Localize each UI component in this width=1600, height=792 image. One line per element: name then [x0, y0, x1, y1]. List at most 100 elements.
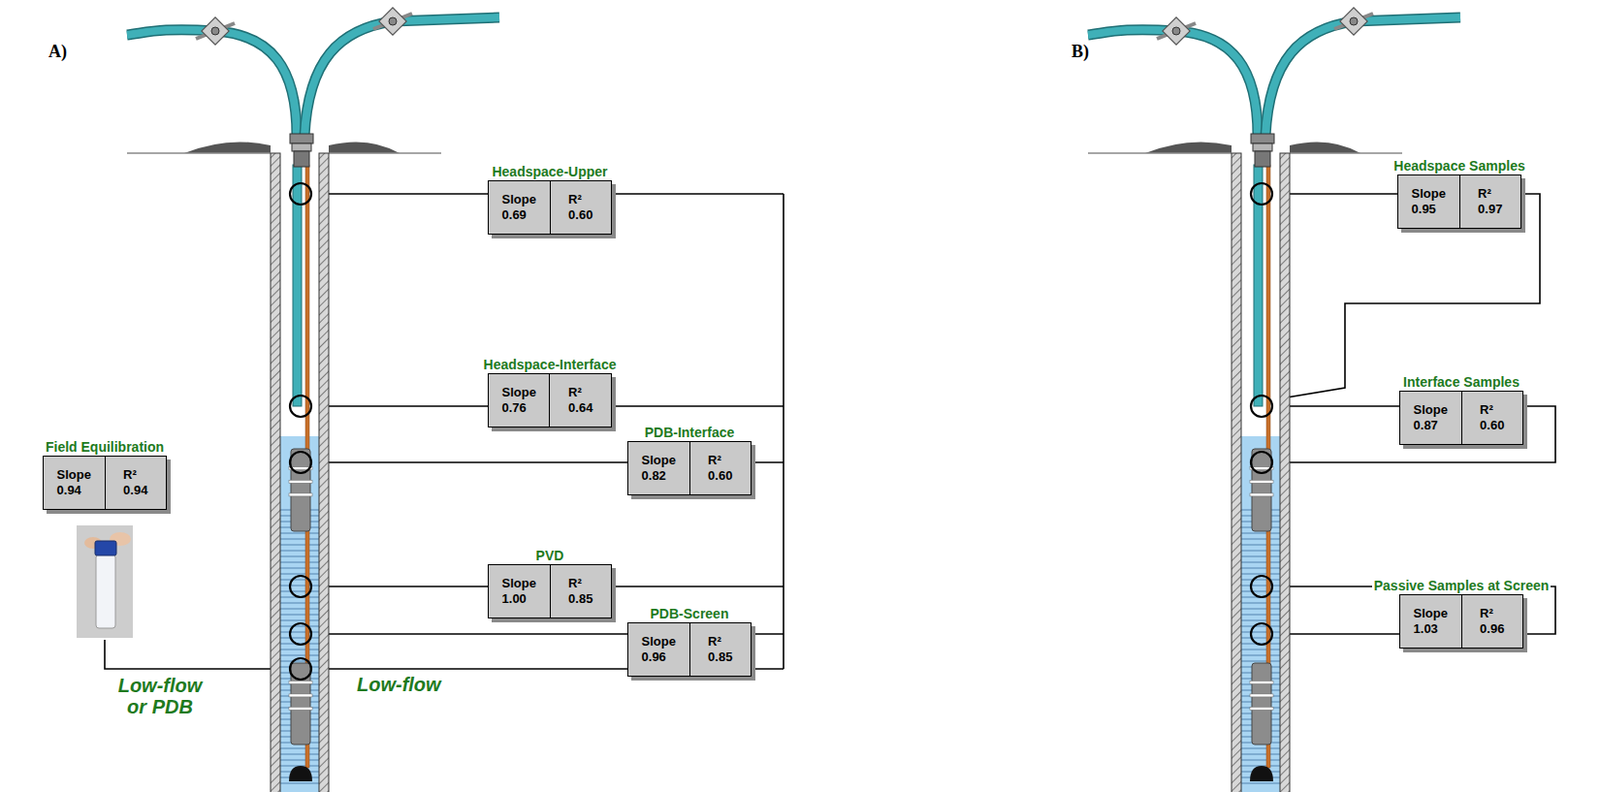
- stat-box: PDB-InterfaceSlope 0.82 R² 0.60: [627, 424, 752, 496]
- ground-line: [1088, 152, 1232, 155]
- vial-photo: [76, 525, 133, 639]
- well-screen-slot: [1241, 579, 1280, 581]
- method-label: Low-flow: [356, 673, 442, 696]
- well-screen-slot: [1241, 626, 1280, 628]
- stat-cell: R² 0.60: [549, 181, 612, 234]
- stat-cell: R² 0.85: [549, 565, 612, 618]
- well-screen-slot: [280, 591, 320, 593]
- sampler-weight: [288, 766, 313, 782]
- stat-cell: Slope 0.96: [628, 623, 690, 676]
- well-screen-slot: [280, 614, 320, 616]
- box-title: Headspace-Interface: [481, 356, 619, 374]
- well-screen-slot: [280, 579, 320, 581]
- well-casing: [270, 153, 281, 792]
- stat-box: Headspace-UpperSlope 0.69 R² 0.60: [487, 163, 612, 235]
- stat-cell: Slope 0.69: [488, 181, 550, 234]
- box-title: PDB-Interface: [642, 424, 737, 442]
- well-screen-slot: [1241, 591, 1280, 593]
- well-screen-slot: [1241, 544, 1280, 546]
- stat-table: Slope 0.95R² 0.97: [1397, 174, 1522, 229]
- stat-cell: Slope 0.76: [488, 374, 550, 427]
- valve-body: [201, 17, 229, 45]
- stat-value: Slope 1.03: [1413, 606, 1448, 638]
- pinch-valve: [195, 17, 235, 45]
- tubing-outline: [1265, 17, 1461, 136]
- sampling-point: [1250, 623, 1273, 645]
- well-screen-slot: [280, 655, 320, 657]
- well-screen-slot: [280, 783, 320, 785]
- tubing-outline: [127, 30, 297, 136]
- stat-cell: R² 0.60: [689, 442, 752, 495]
- stat-cell: R² 0.85: [689, 623, 752, 676]
- stat-box: Field EquilibrationSlope 0.94R² 0.94: [42, 439, 167, 511]
- well-water: [1241, 436, 1280, 792]
- well-casing: [1231, 153, 1242, 792]
- stat-cell: Slope 1.03: [1400, 595, 1462, 648]
- well-screen-slot: [1241, 562, 1280, 564]
- stat-cell: R² 0.64: [548, 374, 611, 427]
- passive-sampler: [1251, 663, 1272, 745]
- wellhead: [289, 133, 314, 144]
- sampler-band: [1249, 706, 1274, 710]
- stat-value: Slope 0.69: [502, 192, 537, 224]
- well-screen-slot: [280, 760, 320, 762]
- ground-mound: [1289, 141, 1361, 154]
- box-title: PDB-Screen: [648, 606, 732, 623]
- stat-cell: R² 0.60: [1461, 391, 1524, 445]
- sampling-point: [1250, 395, 1273, 417]
- stat-table: Slope 0.96 R² 0.85: [627, 622, 752, 677]
- stat-value: R² 0.64: [568, 384, 593, 416]
- well-screen-slot: [280, 556, 320, 558]
- leader-line: [1269, 193, 1556, 635]
- wellhead: [1254, 151, 1271, 167]
- box-title: Field Equilibration: [43, 439, 166, 456]
- well-screen-slot: [1241, 638, 1280, 640]
- passive-sampler: [1251, 448, 1272, 532]
- tubing: [304, 17, 500, 136]
- tubing: [1265, 17, 1461, 136]
- stat-value: Slope 0.76: [502, 384, 537, 416]
- well-screen-slot: [1241, 632, 1280, 634]
- well-screen-slot: [1241, 550, 1280, 552]
- panel-label: B): [1071, 41, 1089, 63]
- stat-table: Slope 0.87R² 0.60: [1399, 390, 1524, 446]
- box-title: Headspace-Upper: [489, 163, 609, 181]
- well-screen-slot: [1241, 568, 1280, 570]
- stat-cell: Slope 0.95: [1398, 175, 1460, 228]
- tubing-outline: [304, 17, 500, 136]
- stat-value: Slope 0.94: [57, 467, 92, 499]
- stat-table: Slope 1.03R² 0.96: [1399, 594, 1524, 649]
- well-screen-slot: [1241, 620, 1280, 622]
- tubing-outline: [1088, 30, 1258, 136]
- stat-table: Slope 0.76 R² 0.64: [487, 373, 612, 428]
- well-casing: [1280, 153, 1290, 792]
- well-screen-slot: [1241, 655, 1280, 657]
- stat-table: Slope 1.00R² 0.85: [487, 564, 612, 619]
- stat-value: Slope 0.95: [1411, 186, 1446, 218]
- well-screen-slot: [280, 649, 320, 651]
- stat-value: R² 0.60: [707, 452, 733, 484]
- stat-box: Headspace-InterfaceSlope 0.76 R² 0.64: [481, 356, 619, 428]
- stat-value: R² 0.85: [707, 634, 733, 666]
- sampler-band: [1249, 493, 1274, 497]
- well-screen-slot: [1241, 661, 1280, 663]
- box-title: PVD: [534, 547, 567, 565]
- sampling-point: [289, 395, 312, 417]
- well-screen-slot: [1241, 760, 1280, 762]
- well-casing: [319, 153, 329, 792]
- stat-cell: Slope 0.82: [628, 442, 690, 495]
- well-screen-slot: [280, 626, 320, 628]
- tubing: [1088, 30, 1258, 136]
- ground-mound: [1145, 141, 1232, 154]
- stat-table: Slope 0.94R² 0.94: [42, 455, 167, 511]
- ground-mound: [184, 141, 271, 154]
- valve-pin: [1349, 17, 1358, 26]
- wellhead: [1250, 133, 1275, 144]
- pinch-valve: [373, 7, 413, 35]
- stat-cell: Slope 0.87: [1400, 391, 1462, 445]
- sampling-point: [289, 658, 312, 680]
- well-water: [280, 436, 320, 792]
- box-title: Interface Samples: [1401, 374, 1522, 391]
- pinch-valve: [1156, 17, 1196, 45]
